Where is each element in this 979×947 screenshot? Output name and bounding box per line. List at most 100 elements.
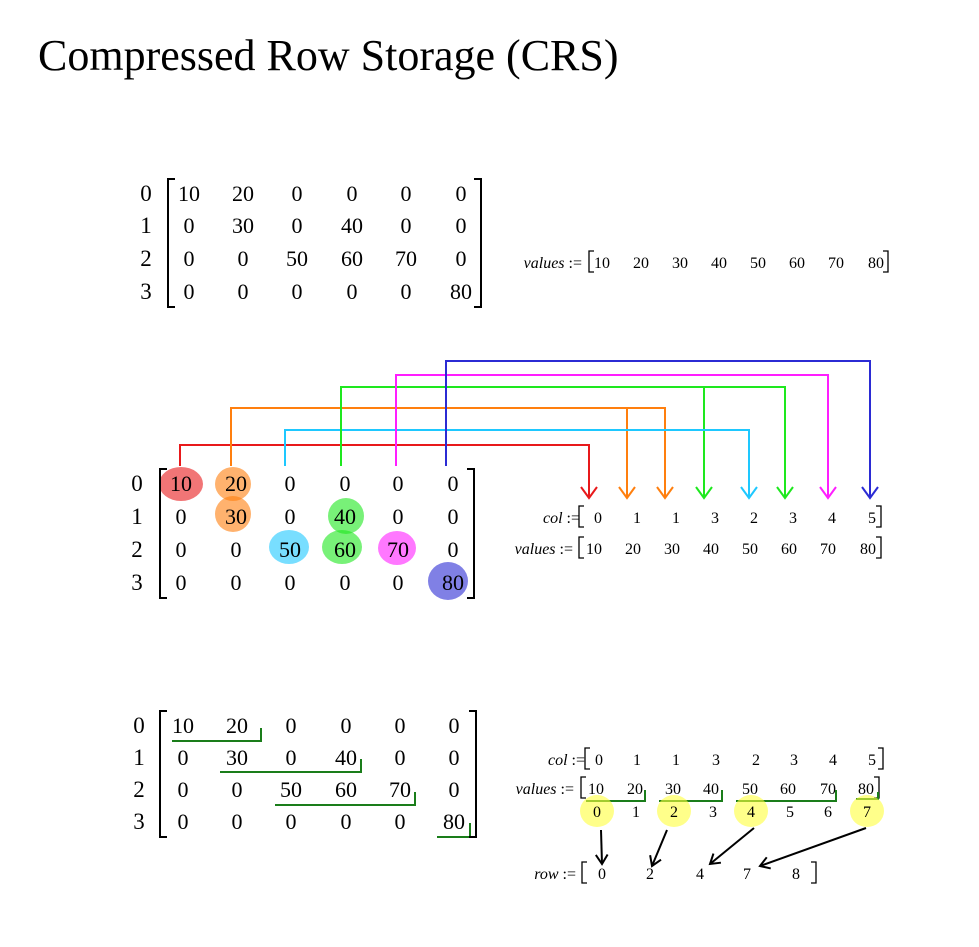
matrix-3-cell: 0 [341, 713, 352, 738]
link-80-line [445, 360, 871, 498]
link-30-arrowhead [656, 486, 674, 500]
col-array-3-entry: 3 [790, 752, 798, 769]
col-array-3-close-bracket [878, 747, 884, 770]
matrix-3-cell: 0 [286, 713, 297, 738]
matrix-3-cell: 40 [335, 745, 357, 770]
row-pointer-arrowhead [758, 856, 771, 870]
values-array-3-entry: 10 [588, 781, 604, 798]
matrix-3-cell: 0 [449, 745, 460, 770]
matrix-3-cell: 0 [178, 745, 189, 770]
col-array-3-entry: 1 [672, 752, 680, 769]
col-array-2-close-bracket [876, 505, 882, 528]
row-array-entry: 7 [743, 866, 751, 883]
matrix-3-cell: 60 [335, 777, 357, 802]
matrix-2-cell: 0 [176, 570, 187, 595]
highlight-40 [328, 498, 364, 534]
col-array-3-open-bracket [584, 747, 590, 770]
link-30-line [230, 407, 666, 498]
values-array-3-label-name: values [516, 781, 557, 798]
matrix-1-row-index: 0 [140, 181, 152, 206]
values-array-3-entry: 70 [820, 781, 836, 798]
values-array-1-entry: 40 [711, 255, 727, 272]
matrix-1-right-bracket [474, 178, 482, 308]
matrix-1-cell: 70 [395, 246, 417, 271]
col-array-3-assign: := [568, 752, 585, 769]
matrix-1-cell: 40 [341, 213, 363, 238]
matrix-1-cell: 0 [292, 181, 303, 206]
highlight-10 [159, 467, 203, 501]
matrix-1-cell: 0 [292, 213, 303, 238]
matrix-1-row-index: 3 [140, 279, 152, 304]
row-array-open-bracket [581, 861, 587, 884]
values-3-row2-range [736, 790, 837, 802]
matrix-1-cell: 0 [456, 181, 467, 206]
highlight-70 [378, 531, 416, 565]
row-array-entry: 0 [598, 866, 606, 883]
matrix-2-cell: 50 [279, 537, 301, 562]
matrix-3-cell: 0 [232, 809, 243, 834]
link-50-line [284, 429, 750, 498]
row-pointer-arrow [709, 827, 755, 865]
highlight-50 [269, 530, 309, 564]
matrix-3-cell: 10 [172, 713, 194, 738]
values-array-1-open-bracket [588, 250, 594, 273]
matrix-3-cell: 80 [443, 809, 465, 834]
row-start-highlight [657, 795, 691, 827]
matrix-3-cell: 0 [395, 809, 406, 834]
link-70-arrowhead [819, 486, 837, 500]
link-60-line [340, 386, 786, 498]
link-70-line [395, 374, 829, 498]
link-50-arrowhead [740, 486, 758, 500]
col-array-3-entry: 3 [712, 752, 720, 769]
matrix-3-row-index: 2 [133, 777, 145, 802]
matrix-2-left-bracket [159, 468, 167, 599]
row-start-highlight [734, 795, 768, 827]
matrix-3-row0-range [172, 728, 262, 742]
values-array-2-close-bracket [876, 536, 882, 559]
matrix-3-cell: 0 [395, 713, 406, 738]
matrix-2-cell: 0 [340, 570, 351, 595]
matrix-2-row-index: 3 [131, 570, 143, 595]
matrix-3-cell: 0 [178, 809, 189, 834]
matrix-2-cell: 0 [176, 504, 187, 529]
matrix-2-cell: 40 [334, 504, 356, 529]
matrix-1-left-bracket [167, 178, 175, 308]
values-array-3-entry: 20 [627, 781, 643, 798]
link-10-line [179, 444, 590, 498]
values-array-2-label: values := [515, 541, 573, 558]
value-position-index: 0 [593, 804, 601, 821]
matrix-1-cell: 0 [238, 246, 249, 271]
matrix-2-cell: 0 [448, 504, 459, 529]
row-pointer-arrow [651, 829, 668, 867]
values-array-2-entry: 10 [586, 541, 602, 558]
values-array-2-assign: := [556, 541, 573, 558]
matrix-2-cell: 80 [442, 570, 464, 595]
col-array-3-entry: 5 [868, 752, 876, 769]
values-array-2-entry: 60 [781, 541, 797, 558]
matrix-1-cell: 0 [456, 246, 467, 271]
row-array-label-name: row [534, 866, 559, 883]
matrix-2-cell: 0 [393, 471, 404, 496]
col-array-2-assign: := [563, 510, 580, 527]
matrix-2-cell: 0 [176, 537, 187, 562]
matrix-2-row-index: 2 [131, 537, 143, 562]
col-array-2-entry: 4 [828, 510, 836, 527]
matrix-1-row-index: 2 [140, 246, 152, 271]
row-array-label: row := [534, 866, 576, 883]
row-pointer-arrow [600, 829, 603, 865]
row-array-entry: 4 [696, 866, 704, 883]
row-pointer-arrow [759, 827, 867, 867]
values-array-2-entry: 40 [703, 541, 719, 558]
col-array-3-label: col := [548, 752, 585, 769]
values-array-3-label: values := [516, 781, 574, 798]
value-position-index: 4 [747, 804, 755, 821]
matrix-1-cell: 0 [184, 213, 195, 238]
matrix-2-cell: 0 [231, 570, 242, 595]
col-array-2-entry: 0 [594, 510, 602, 527]
col-array-3-entry: 1 [633, 752, 641, 769]
value-position-index: 6 [824, 804, 832, 821]
matrix-3-row-index: 3 [133, 809, 145, 834]
values-array-1-close-bracket [883, 250, 889, 273]
col-array-2-entry: 5 [868, 510, 876, 527]
